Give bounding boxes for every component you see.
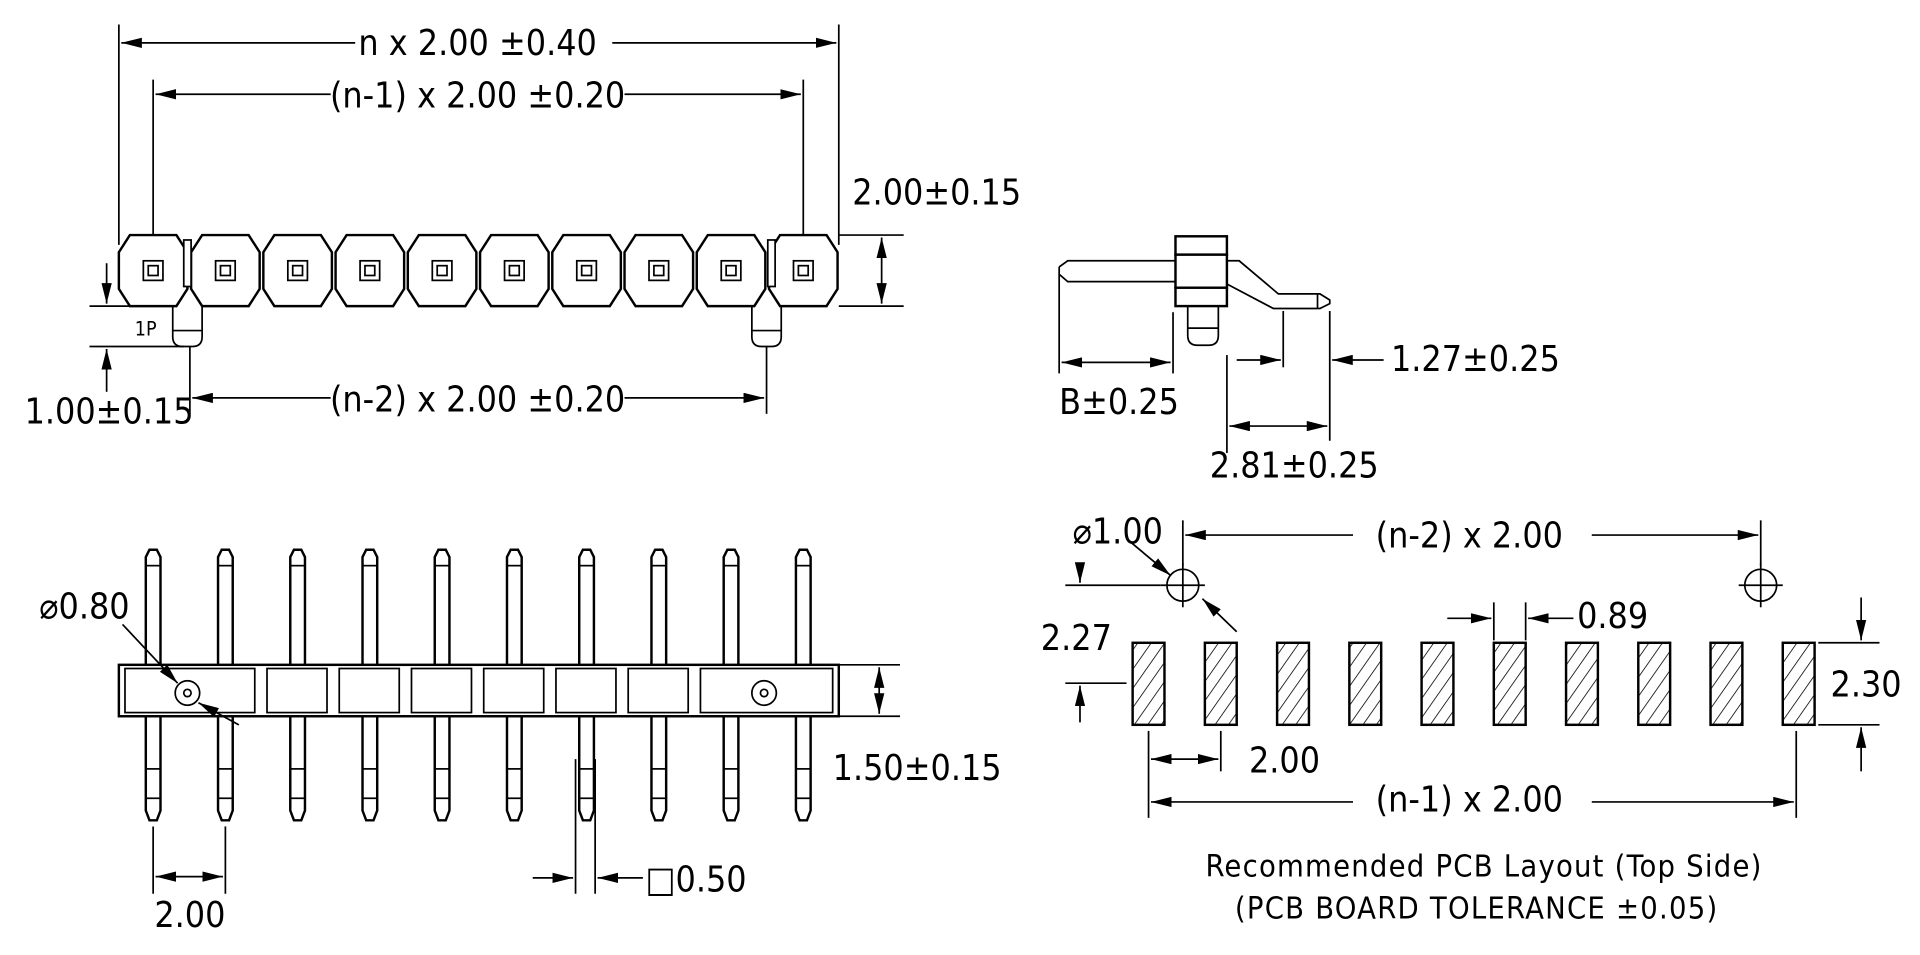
peg-diameter-label: ⌀0.80 — [39, 586, 129, 627]
pad — [1275, 641, 1311, 727]
pin-upper — [289, 548, 307, 665]
insulator-segment — [266, 667, 328, 714]
pin-upper — [433, 548, 451, 665]
pad — [1131, 641, 1166, 727]
top-view: n x 2.00 ±0.40 (n-1) x 2.00 ±0.20 (n-2) x … — [25, 23, 1022, 433]
pin-upper — [578, 548, 596, 665]
pin-square — [359, 259, 381, 282]
front-view: ⌀0.80 1.50±0.15 2.00 □0.50 — [39, 548, 1002, 936]
insulator-segment — [555, 667, 617, 714]
side-view: B±0.25 1.27±0.25 2.81±0.25 — [1058, 235, 1560, 486]
pad-pitch-label: 2.00 — [1249, 741, 1320, 782]
pin-upper — [216, 548, 234, 665]
pin-housing-segment — [189, 233, 261, 308]
peg-circle — [751, 679, 778, 707]
pin-square — [575, 259, 598, 282]
pin-square-inner — [147, 264, 159, 277]
pad — [1348, 641, 1383, 727]
pin-square-inner — [653, 264, 665, 277]
pin-housing-segment — [695, 233, 767, 308]
peg-center — [759, 688, 769, 698]
pin-upper — [144, 548, 162, 665]
peg — [751, 306, 783, 348]
body-height-label: 2.00±0.15 — [852, 172, 1021, 213]
pitch-label: 2.00 — [154, 895, 225, 936]
pin-housing-segment — [117, 233, 189, 308]
pin-square-inner — [725, 264, 737, 277]
pin-upper — [722, 548, 740, 665]
tail-length-label: B±0.25 — [1059, 382, 1179, 423]
pad-length-label: 2.30 — [1831, 665, 1902, 706]
pad-width-label: 0.89 — [1577, 596, 1648, 637]
pin-square-inner — [797, 264, 810, 277]
pin-square — [792, 259, 814, 282]
pin-upper — [650, 548, 668, 665]
pin-square — [142, 259, 164, 282]
pin-square — [648, 259, 670, 282]
insulator-segment — [124, 667, 256, 714]
pcb-tolerance-note: (PCB BOARD TOLERANCE ±0.05) — [1235, 891, 1718, 926]
pad — [1637, 641, 1672, 727]
hole-offset-label: 2.27 — [1041, 618, 1112, 659]
pad — [1781, 641, 1816, 727]
pad — [1492, 641, 1527, 727]
pin-square — [503, 259, 525, 282]
pin-housing-segment — [767, 233, 839, 308]
pin-square-label: □0.50 — [645, 859, 746, 900]
hole-diameter-label: ⌀1.00 — [1073, 512, 1163, 553]
pin-square-inner — [508, 264, 521, 277]
pin-square — [431, 259, 453, 282]
peg-circle — [174, 679, 201, 707]
pin-square-inner — [291, 264, 304, 277]
pad — [1203, 641, 1238, 727]
peg-center — [182, 688, 192, 698]
insulator-segment — [338, 667, 401, 714]
pad — [1564, 641, 1600, 727]
pcb-layout-view: ⌀1.00 (n-2) x 2.00 0.89 2.27 2.30 2.00 (n-1) x… — [1041, 512, 1902, 927]
pin-square — [214, 259, 237, 282]
peg-length-label: 1.00±0.15 — [25, 392, 194, 433]
insulator-segment — [699, 667, 834, 714]
peg — [171, 306, 203, 348]
pin-upper — [505, 548, 523, 665]
pin-square-inner — [364, 264, 376, 277]
slot — [182, 239, 192, 288]
hole-pitch-label: (n-2) x 2.00 — [1376, 515, 1563, 556]
insulator-body — [117, 663, 841, 718]
pin-square-inner — [436, 264, 448, 277]
outer-pitch-label: (n-1) x 2.00 ±0.20 — [330, 76, 625, 117]
pin-square — [286, 259, 309, 282]
offset-1-label: 1.27±0.25 — [1391, 339, 1560, 380]
pin-square — [720, 259, 742, 282]
pin-housing-segment — [262, 233, 334, 308]
pin-housing-segment — [406, 233, 478, 308]
pin-housing-segment — [623, 233, 695, 308]
insulator-segment — [410, 667, 473, 714]
peg-pitch-label: (n-2) x 2.00 ±0.20 — [330, 379, 625, 420]
overall-length-label: n x 2.00 ±0.40 — [358, 23, 597, 64]
pin-square-inner — [580, 264, 593, 277]
overall-pitch-label: (n-1) x 2.00 — [1376, 780, 1563, 821]
pin-housing-segment — [478, 233, 550, 308]
pin-upper — [794, 548, 812, 665]
slot — [766, 239, 776, 288]
pad — [1709, 641, 1744, 727]
pin-housing-segment — [551, 233, 623, 308]
insulator-segment — [482, 667, 545, 714]
pin-housing-segment — [334, 233, 406, 308]
pad — [1420, 641, 1455, 727]
pin1-marker: 1P — [135, 317, 157, 340]
insulator-height-label: 1.50±0.15 — [833, 748, 1002, 789]
pin-square-inner — [219, 264, 232, 277]
pin-upper — [361, 548, 379, 665]
insulator-segment — [627, 667, 690, 714]
offset-2-label: 2.81±0.25 — [1210, 445, 1379, 486]
pcb-caption: Recommended PCB Layout (Top Side) — [1205, 850, 1762, 885]
